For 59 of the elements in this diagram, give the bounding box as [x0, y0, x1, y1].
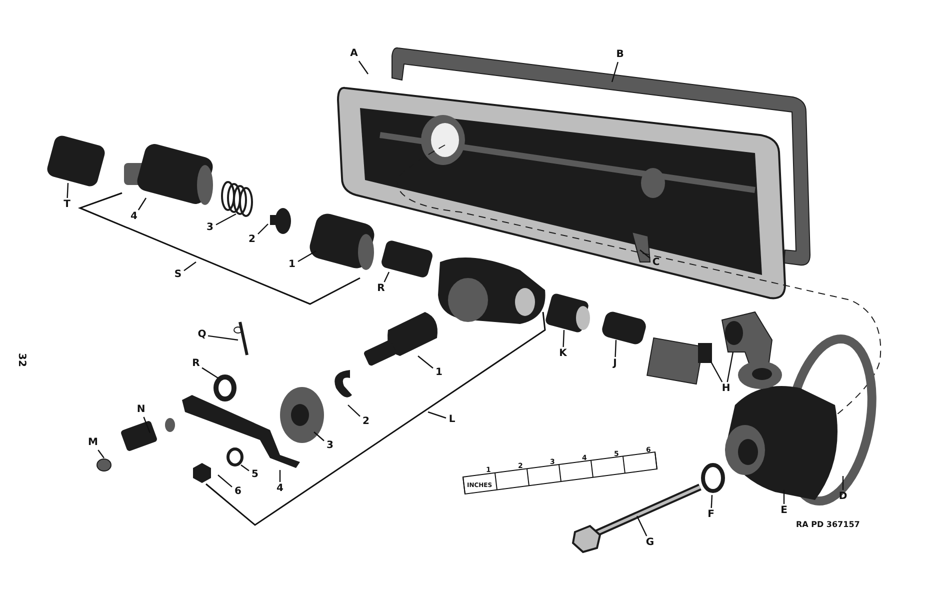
callout-letter: 1 [434, 367, 444, 379]
leader-line [640, 250, 650, 259]
leader-line [138, 198, 146, 210]
leader-line [384, 272, 390, 282]
callout-letter: R [376, 283, 386, 295]
callout-letter: J [610, 358, 620, 370]
leader-line [208, 335, 238, 341]
leader-line [314, 432, 324, 442]
callout-letter: 4 [129, 211, 139, 223]
leader-line [202, 367, 218, 378]
callout-letter: 4 [275, 483, 285, 495]
leader-line [348, 404, 360, 417]
leader-line [842, 476, 844, 490]
leader-line [66, 182, 69, 198]
leader-line [726, 352, 734, 382]
leader-line [143, 416, 151, 434]
leader-line [710, 494, 713, 508]
callout-letter: 5 [250, 469, 260, 481]
callout-letter: Q [197, 329, 207, 341]
callout-letter: S [173, 269, 183, 281]
callout-letter: 3 [325, 440, 335, 452]
leader-line [418, 356, 434, 369]
leader-line [184, 262, 196, 272]
leader-line [218, 474, 232, 488]
leader-line [216, 213, 236, 226]
callout-letter: 1 [287, 259, 297, 271]
callout-letter: K [558, 348, 568, 360]
leader-line [636, 516, 648, 536]
callout-letter: 2 [247, 234, 257, 246]
callout-letter: 6 [233, 486, 243, 498]
callout-letter: B [615, 49, 625, 61]
leader-line [709, 360, 723, 382]
leader-line [279, 470, 281, 482]
callout-letter: C [651, 257, 661, 269]
callout-letter: 2 [361, 416, 371, 428]
leader-line [614, 340, 617, 358]
callout-letter: G [645, 537, 655, 549]
leader-line [562, 330, 565, 348]
leader-line [298, 250, 316, 262]
leader-line [258, 224, 268, 234]
leader-line [240, 464, 250, 472]
callout-letter: N [136, 404, 146, 416]
page-number: 32 [16, 353, 26, 367]
leader-line [428, 411, 446, 419]
callout-letter: F [706, 509, 716, 521]
leader-line [783, 490, 785, 504]
leader-line [98, 450, 104, 458]
callout-letter: T [62, 199, 72, 211]
callout-letter: R [191, 358, 201, 370]
callout-letter: E [779, 505, 789, 517]
leader-line [358, 60, 368, 74]
callout-letter: M [88, 437, 98, 449]
callout-letter: L [447, 414, 457, 426]
callout-letter: H [721, 383, 731, 395]
callout-letter: D [838, 491, 848, 503]
figure-reference: RA PD 367157 [796, 521, 860, 529]
callout-letter: 3 [205, 222, 215, 234]
leader-line [611, 62, 618, 82]
callout-letter: A [349, 48, 359, 60]
